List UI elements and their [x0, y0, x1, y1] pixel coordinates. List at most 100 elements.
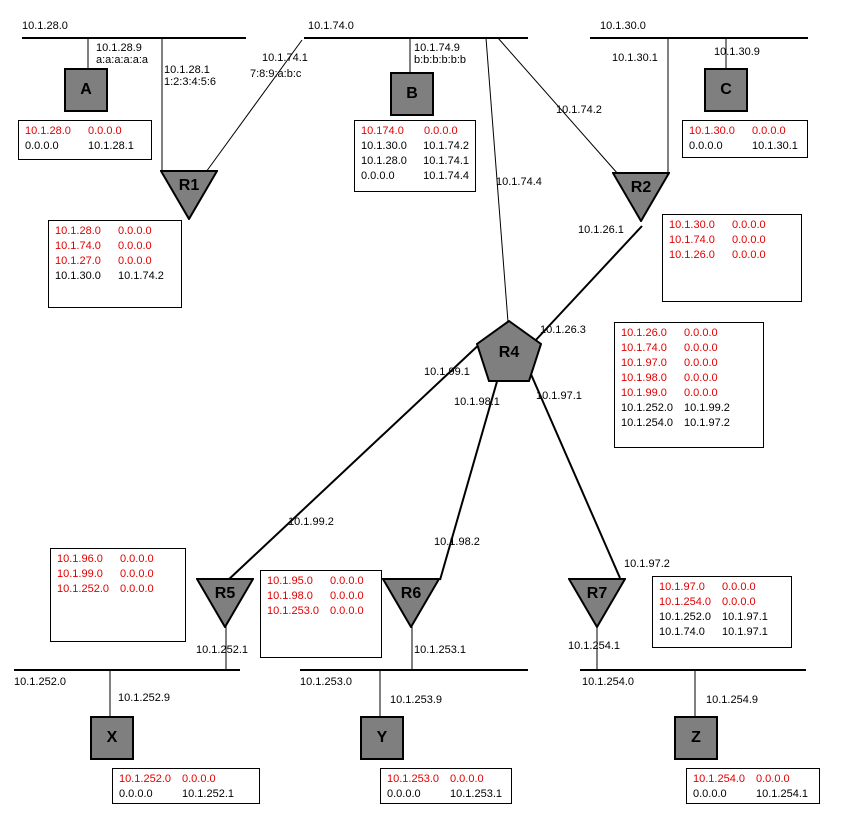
link-r4-r7: [529, 371, 621, 579]
router-triangle-icon: [612, 172, 670, 222]
route-entry: 10.1.254.0 0.0.0.0: [659, 595, 785, 610]
router-r5[interactable]: R5: [196, 578, 254, 628]
route-destination: 10.1.252.0: [621, 402, 673, 414]
host-z[interactable]: Z: [674, 716, 718, 760]
if-label-y-ip: 10.1.253.9: [390, 694, 442, 706]
route-gateway: 0.0.0.0: [722, 596, 756, 608]
route-destination: 10.1.99.0: [57, 568, 103, 580]
route-entry: 10.174.0 0.0.0.0: [361, 124, 469, 139]
net-label-10-1-30-0: 10.1.30.0: [600, 20, 646, 32]
route-gateway: 10.1.74.2: [423, 140, 469, 152]
route-destination: 10.1.252.0: [57, 583, 109, 595]
if-label-r7-up: 10.1.97.2: [624, 558, 670, 570]
route-entry: 10.1.253.0 0.0.0.0: [387, 772, 505, 787]
route-destination: 10.1.254.0: [659, 596, 711, 608]
link-r1-net74: [205, 39, 303, 173]
net-label-10-1-74-0: 10.1.74.0: [308, 20, 354, 32]
if-label-r1-left: 10.1.28.1: [164, 64, 210, 76]
route-gateway: 10.1.97.1: [722, 611, 768, 623]
route-gateway: 10.1.74.1: [423, 155, 469, 167]
link-r4-net74: [485, 37, 509, 323]
route-gateway: 0.0.0.0: [684, 327, 718, 339]
route-destination: 10.174.0: [361, 125, 404, 137]
route-gateway: 0.0.0.0: [330, 590, 364, 602]
route-gateway: 10.1.99.2: [684, 402, 730, 414]
route-gateway: 10.1.97.1: [722, 626, 768, 638]
route-gateway: 0.0.0.0: [732, 234, 766, 246]
if-label-a-ip: 10.1.28.9: [96, 42, 142, 54]
router-r4[interactable]: R4: [476, 320, 542, 382]
route-entry: 10.1.74.0 0.0.0.0: [669, 233, 795, 248]
if-label-r4-r6: 10.1.98.1: [454, 396, 500, 408]
route-destination: 10.1.74.0: [659, 626, 705, 638]
route-gateway: 0.0.0.0: [732, 219, 766, 231]
router-r6[interactable]: R6: [382, 578, 440, 628]
route-destination: 10.1.253.0: [387, 773, 439, 785]
route-destination: 10.1.253.0: [267, 605, 319, 617]
host-y-label: Y: [376, 729, 388, 746]
router-r2[interactable]: R2: [612, 172, 670, 222]
host-a[interactable]: A: [64, 68, 108, 112]
host-b[interactable]: B: [390, 72, 434, 116]
route-destination: 10.1.74.0: [669, 234, 715, 246]
route-gateway: 0.0.0.0: [756, 773, 790, 785]
host-c[interactable]: C: [704, 68, 748, 112]
router-r7[interactable]: R7: [568, 578, 626, 628]
if-label-z-ip: 10.1.254.9: [706, 694, 758, 706]
if-label-r6-up: 10.1.98.2: [434, 536, 480, 548]
route-gateway: 10.1.30.1: [752, 140, 798, 152]
net-label-10-1-253-0: 10.1.253.0: [300, 676, 352, 688]
route-gateway: 0.0.0.0: [684, 342, 718, 354]
route-destination: 10.1.74.0: [55, 240, 101, 252]
route-gateway: 0.0.0.0: [120, 568, 154, 580]
route-destination: 10.1.252.0: [659, 611, 711, 623]
route-destination: 10.1.26.0: [621, 327, 667, 339]
if-label-r5-up: 10.1.99.2: [288, 516, 334, 528]
if-label-b-mac: b:b:b:b:b:b: [414, 54, 466, 66]
net-label-10-1-28-0: 10.1.28.0: [22, 20, 68, 32]
router-r2-label: R2: [630, 179, 652, 196]
if-label-r2-net74: 10.1.74.2: [556, 104, 602, 116]
route-entry: 10.1.74.0 10.1.97.1: [659, 625, 785, 640]
route-destination: 10.1.28.0: [361, 155, 407, 167]
route-destination: 10.1.30.0: [55, 270, 101, 282]
route-gateway: 10.1.74.4: [423, 170, 469, 182]
router-r1[interactable]: R1: [160, 170, 218, 220]
route-entry: 10.1.26.0 0.0.0.0: [621, 326, 757, 341]
host-y[interactable]: Y: [360, 716, 404, 760]
link-r2-r4: [533, 225, 643, 343]
if-label-r1-left-mac: 1:2:3:4:5:6: [164, 76, 216, 88]
router-r1-label: R1: [178, 177, 200, 194]
route-gateway: 0.0.0.0: [424, 125, 458, 137]
route-destination: 10.1.254.0: [621, 417, 673, 429]
route-destination: 10.1.74.0: [621, 342, 667, 354]
route-destination: 10.1.99.0: [621, 387, 667, 399]
route-gateway: 0.0.0.0: [118, 225, 152, 237]
route-destination: 10.1.97.0: [621, 357, 667, 369]
route-destination: 0.0.0.0: [693, 788, 727, 800]
route-destination: 10.1.26.0: [669, 249, 715, 261]
route-gateway: 0.0.0.0: [450, 773, 484, 785]
host-x[interactable]: X: [90, 716, 134, 760]
route-destination: 0.0.0.0: [689, 140, 723, 152]
